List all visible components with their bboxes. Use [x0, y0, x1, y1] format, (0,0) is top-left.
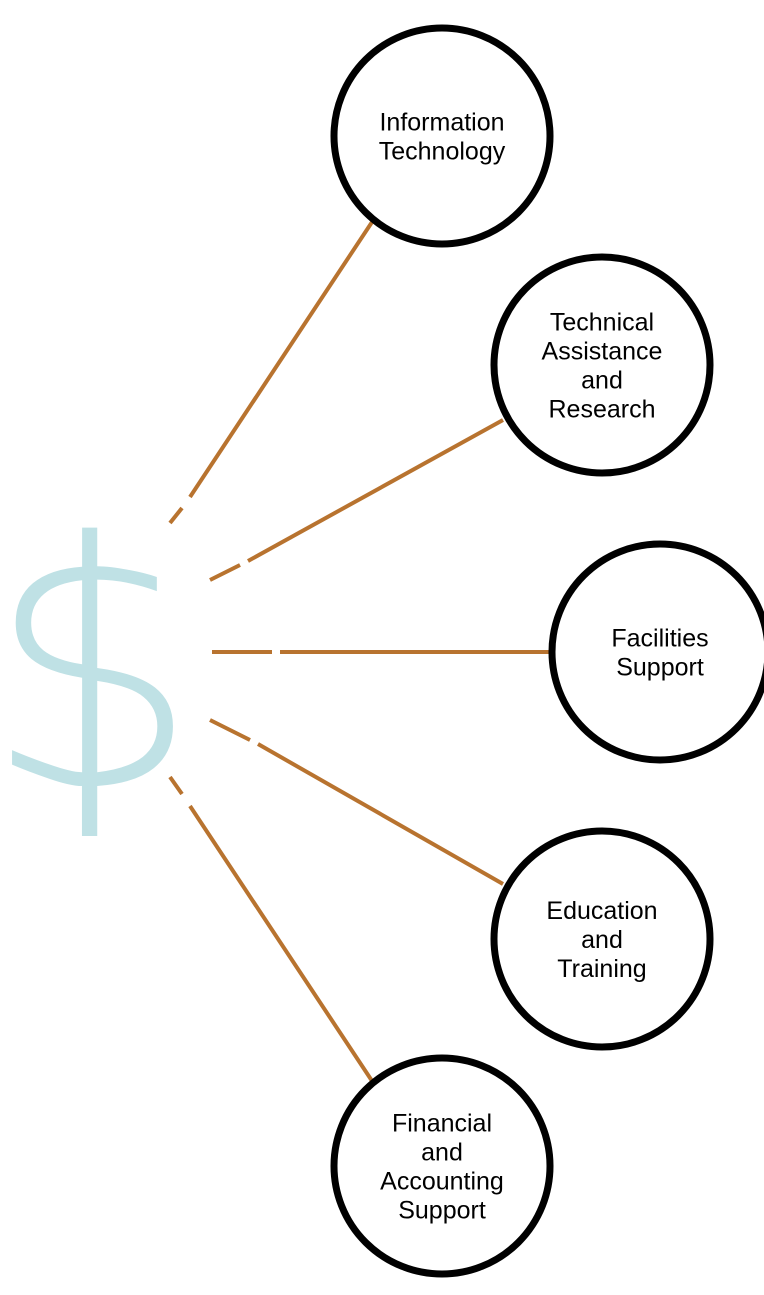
- node-label-technical-assistance-and-research-line-4: Research: [549, 396, 656, 424]
- node-label-information-technology-line-1: Information: [379, 109, 504, 137]
- node-label-financial-and-accounting-support-line-3: Accounting: [380, 1168, 504, 1196]
- node-label-education-and-training-line-3: Training: [557, 955, 646, 983]
- node-label-financial-and-accounting-support-line-1: Financial: [392, 1110, 492, 1138]
- node-circle-education-and-training: [490, 827, 714, 1051]
- connector-education-and-training-segment-1: [209, 718, 251, 742]
- dollar-sign-icon: $: [0, 471, 200, 867]
- node-label-technical-assistance-and-research-line-1: Technical: [550, 309, 654, 337]
- node-label-facilities-support-line-2: Support: [616, 654, 704, 682]
- connector-group: [168, 211, 552, 1092]
- node-label-financial-and-accounting-support-line-4: Support: [398, 1197, 486, 1225]
- node-circle-facilities-support: [548, 540, 764, 764]
- node-label-financial-and-accounting-support-line-2: and: [421, 1139, 463, 1167]
- node-label-technical-assistance-and-research-line-3: and: [581, 367, 623, 395]
- connector-technical-assistance-and-research-segment-1: [209, 563, 241, 582]
- node-label-facilities-support-line-1: Facilities: [611, 625, 708, 653]
- connector-technical-assistance-and-research-segment-2: [247, 418, 504, 563]
- node-label-technical-assistance-and-research-line-2: Assistance: [542, 338, 663, 366]
- connector-financial-and-accounting-support-segment-1: [168, 775, 184, 796]
- node-circle-financial-and-accounting-support: [330, 1054, 554, 1278]
- connector-information-technology-segment-1: [168, 506, 184, 525]
- node-circle-technical-assistance-and-research: [490, 253, 714, 477]
- node-group: InformationTechnologyTechnicalAssistance…: [330, 24, 764, 1278]
- node-label-education-and-training-line-2: and: [581, 926, 623, 954]
- connector-financial-and-accounting-support-segment-2: [188, 804, 380, 1092]
- node-circle-information-technology: [330, 24, 554, 248]
- node-label-information-technology-line-2: Technology: [379, 138, 506, 166]
- node-label-education-and-training-line-1: Education: [546, 897, 657, 925]
- connector-education-and-training-segment-2: [257, 742, 504, 886]
- connector-information-technology-segment-2: [188, 211, 380, 499]
